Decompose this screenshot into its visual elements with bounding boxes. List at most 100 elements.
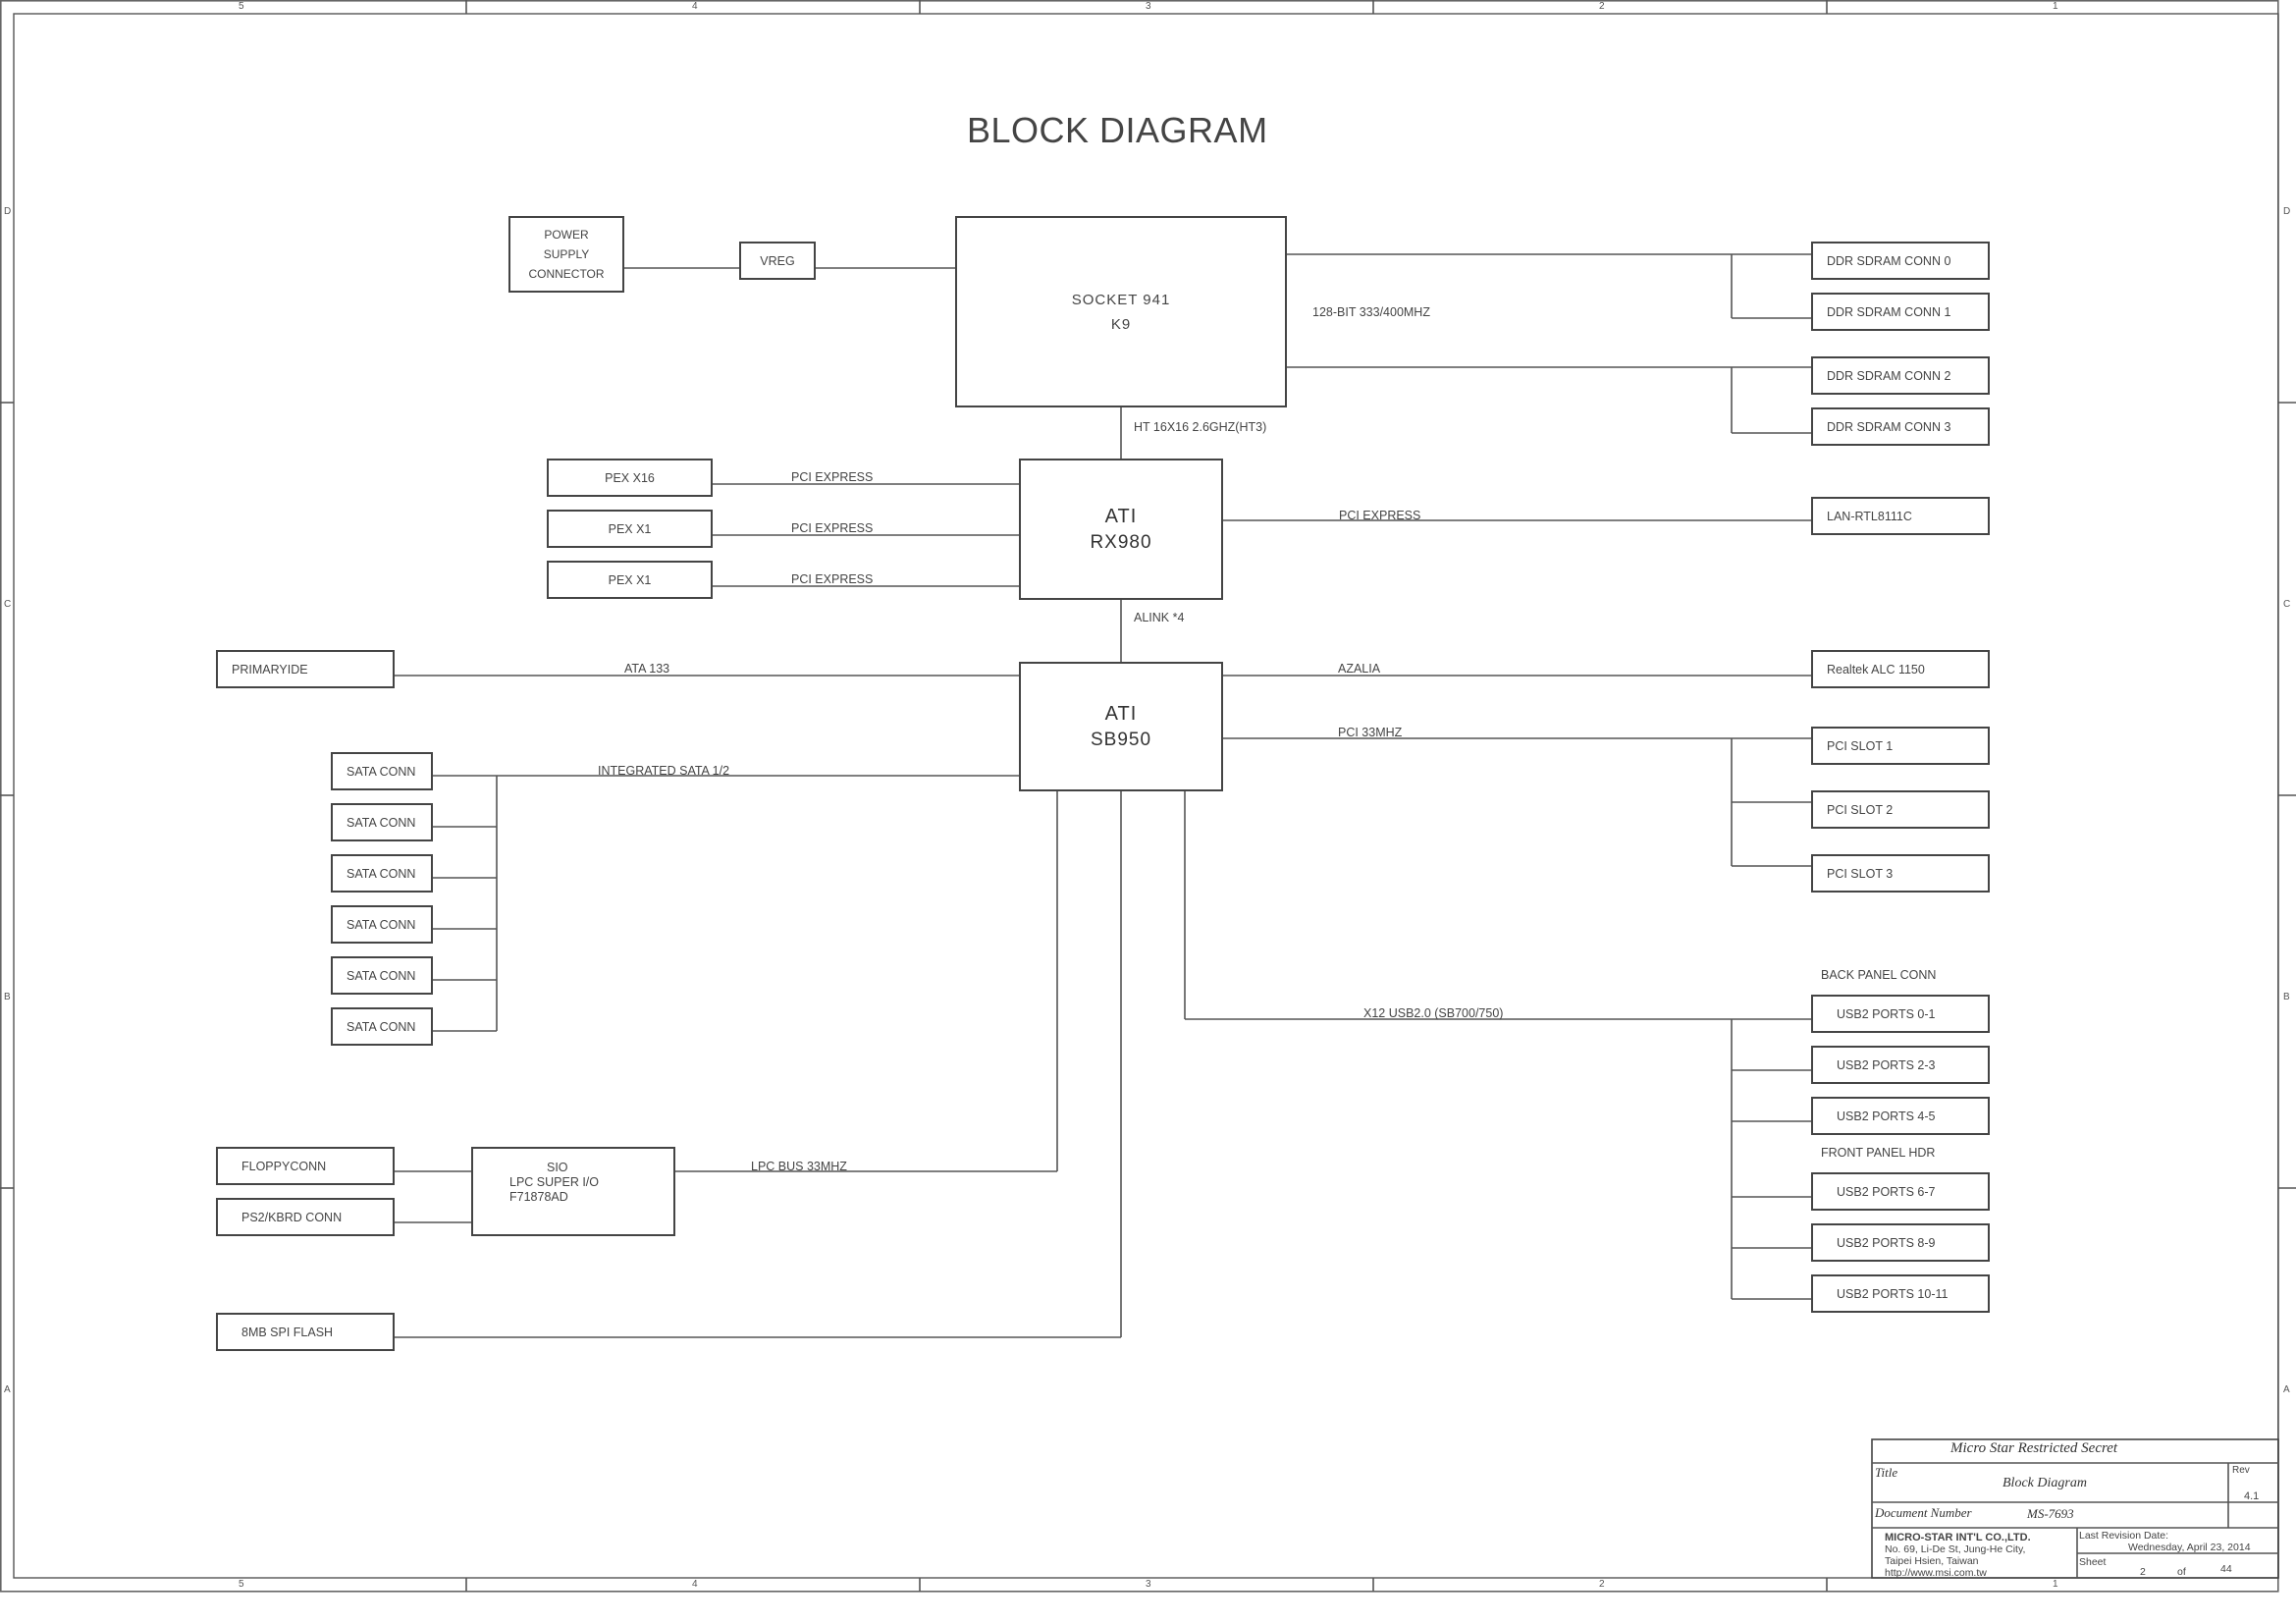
frame-row-label: C	[4, 599, 12, 610]
sheet-total: 44	[2220, 1563, 2232, 1575]
block-label: FLOPPYCONN	[241, 1159, 327, 1173]
last-revision-date: Wednesday, April 23, 2014	[2128, 1542, 2251, 1553]
block-label: DDR SDRAM CONN 3	[1827, 419, 1951, 434]
usb-ports: USB2 PORTS 2-3	[1811, 1046, 1990, 1084]
usb-bus-label: X12 USB2.0 (SB700/750)	[1363, 1006, 1504, 1020]
sata-bus-label: INTEGRATED SATA 1/2	[598, 764, 730, 778]
usb-ports: USB2 PORTS 0-1	[1811, 995, 1990, 1033]
alink-label: ALINK *4	[1134, 611, 1185, 624]
frame-row-label: A	[4, 1384, 11, 1395]
block-label: SATA CONN	[347, 917, 416, 932]
frame-row-label: B	[2283, 992, 2290, 1002]
chip-label-line2: RX980	[1090, 531, 1152, 553]
block-label: DDR SDRAM CONN 0	[1827, 253, 1951, 268]
block-label: USB2 PORTS 6-7	[1837, 1184, 1936, 1199]
block-label-line: CONNECTOR	[528, 267, 605, 281]
block-label: USB2 PORTS 4-5	[1837, 1109, 1936, 1123]
pci-slot-1: PCI SLOT 1	[1811, 727, 1990, 765]
block-label: USB2 PORTS 2-3	[1837, 1057, 1936, 1072]
chip-label-line2: SB950	[1090, 729, 1152, 750]
block-label: PEX X1	[608, 572, 652, 587]
frame-row-label: C	[2283, 599, 2291, 610]
block-label: LAN-RTL8111C	[1827, 509, 1912, 523]
block-label: USB2 PORTS 8-9	[1837, 1235, 1936, 1250]
block-label: PEX X16	[605, 470, 655, 485]
block-label: PCI SLOT 2	[1827, 802, 1894, 817]
ddr-conn-1: DDR SDRAM CONN 1	[1811, 293, 1990, 331]
pcie-lan-label: PCI EXPRESS	[1339, 509, 1421, 522]
block-label: 8MB SPI FLASH	[241, 1325, 334, 1339]
frame-col-label: 4	[692, 1, 698, 12]
usb-ports: USB2 PORTS 8-9	[1811, 1223, 1990, 1262]
company-address: No. 69, Li-De St, Jung-He City,	[1885, 1543, 2026, 1555]
block-label: SATA CONN	[347, 866, 416, 881]
sata-conn: SATA CONN	[331, 905, 433, 944]
block-label: Realtek ALC 1150	[1827, 662, 1925, 677]
sata-conn: SATA CONN	[331, 752, 433, 790]
block-label: PS2/KBRD CONN	[241, 1210, 343, 1224]
block-label-line: POWER	[544, 228, 589, 242]
block-label: SATA CONN	[347, 815, 416, 830]
sheet-number: 2	[2140, 1566, 2146, 1578]
southbridge-block: ATI SB950	[1019, 662, 1223, 791]
ata-bus-label: ATA 133	[624, 662, 670, 676]
block-label: VREG	[760, 253, 795, 268]
frame-col-label: 3	[1146, 1, 1151, 12]
block-label: DDR SDRAM CONN 1	[1827, 304, 1951, 319]
page-title: BLOCK DIAGRAM	[967, 110, 1268, 150]
chip-label-line1: ATI	[1104, 505, 1138, 527]
primary-ide-block: PRIMARYIDE	[216, 650, 395, 688]
block-label: PCI SLOT 3	[1827, 866, 1894, 881]
spi-flash-block: 8MB SPI FLASH	[216, 1313, 395, 1351]
sata-conn: SATA CONN	[331, 956, 433, 995]
usb-ports: USB2 PORTS 4-5	[1811, 1097, 1990, 1135]
front-panel-label: FRONT PANEL HDR	[1821, 1146, 1936, 1160]
pcie-bus-label: PCI EXPRESS	[791, 521, 874, 535]
chip-label-line1: ATI	[1104, 702, 1138, 725]
title-label: Title	[1875, 1465, 1898, 1480]
pcie-bus-label: PCI EXPRESS	[791, 470, 874, 484]
back-panel-label: BACK PANEL CONN	[1821, 968, 1937, 982]
rev-value: 4.1	[2244, 1490, 2260, 1502]
sheet-of-label: of	[2177, 1566, 2186, 1578]
pci-slot-2: PCI SLOT 2	[1811, 790, 1990, 829]
block-label: SATA CONN	[347, 968, 416, 983]
sheet-label: Sheet	[2079, 1556, 2107, 1568]
chip-label-line1: SOCKET 941	[1071, 291, 1171, 308]
doc-number-label: Document Number	[1875, 1505, 1972, 1520]
frame-col-label: 5	[239, 1579, 244, 1590]
pcie-bus-label: PCI EXPRESS	[791, 572, 874, 586]
power-supply-connector-block: POWER SUPPLY CONNECTOR	[508, 216, 624, 293]
block-label-line: F71878AD	[509, 1190, 568, 1204]
northbridge-block: ATI RX980	[1019, 459, 1223, 600]
chip-label-line2: K9	[1110, 315, 1132, 333]
usb-ports: USB2 PORTS 10-11	[1811, 1274, 1990, 1313]
super-io-block: SIO LPC SUPER I/O F71878AD	[471, 1147, 675, 1236]
block-label: SATA CONN	[347, 1019, 416, 1034]
frame-col-label: 2	[1599, 1579, 1605, 1590]
frame-row-label: A	[2283, 1384, 2290, 1395]
frame-row-label: B	[4, 992, 11, 1002]
frame-row-label: D	[2283, 206, 2291, 217]
sata-conn: SATA CONN	[331, 854, 433, 893]
sata-conn: SATA CONN	[331, 803, 433, 841]
pci-bus-label: PCI 33MHZ	[1338, 726, 1403, 739]
ps2-kbrd-conn-block: PS2/KBRD CONN	[216, 1198, 395, 1236]
title-value: Block Diagram	[2002, 1476, 2087, 1490]
frame-row-label: D	[4, 206, 12, 217]
ht-bus-label: HT 16X16 2.6GHZ(HT3)	[1134, 420, 1267, 434]
block-label: PCI SLOT 1	[1827, 738, 1894, 753]
audio-codec-block: Realtek ALC 1150	[1811, 650, 1990, 688]
pex-x1-block: PEX X1	[547, 561, 713, 599]
block-label: DDR SDRAM CONN 2	[1827, 368, 1951, 383]
cpu-socket-block: SOCKET 941 K9	[955, 216, 1287, 407]
usb-ports: USB2 PORTS 6-7	[1811, 1172, 1990, 1211]
company-address: Taipei Hsien, Taiwan	[1885, 1555, 1979, 1567]
lan-block: LAN-RTL8111C	[1811, 497, 1990, 535]
company-url: http://www.msi.com.tw	[1885, 1567, 1987, 1579]
frame-col-label: 2	[1599, 1, 1605, 12]
frame-col-label: 1	[2053, 1579, 2058, 1590]
lpc-bus-label: LPC BUS 33MHZ	[751, 1160, 847, 1173]
restricted-secret-label: Micro Star Restricted Secret	[1950, 1440, 2118, 1456]
